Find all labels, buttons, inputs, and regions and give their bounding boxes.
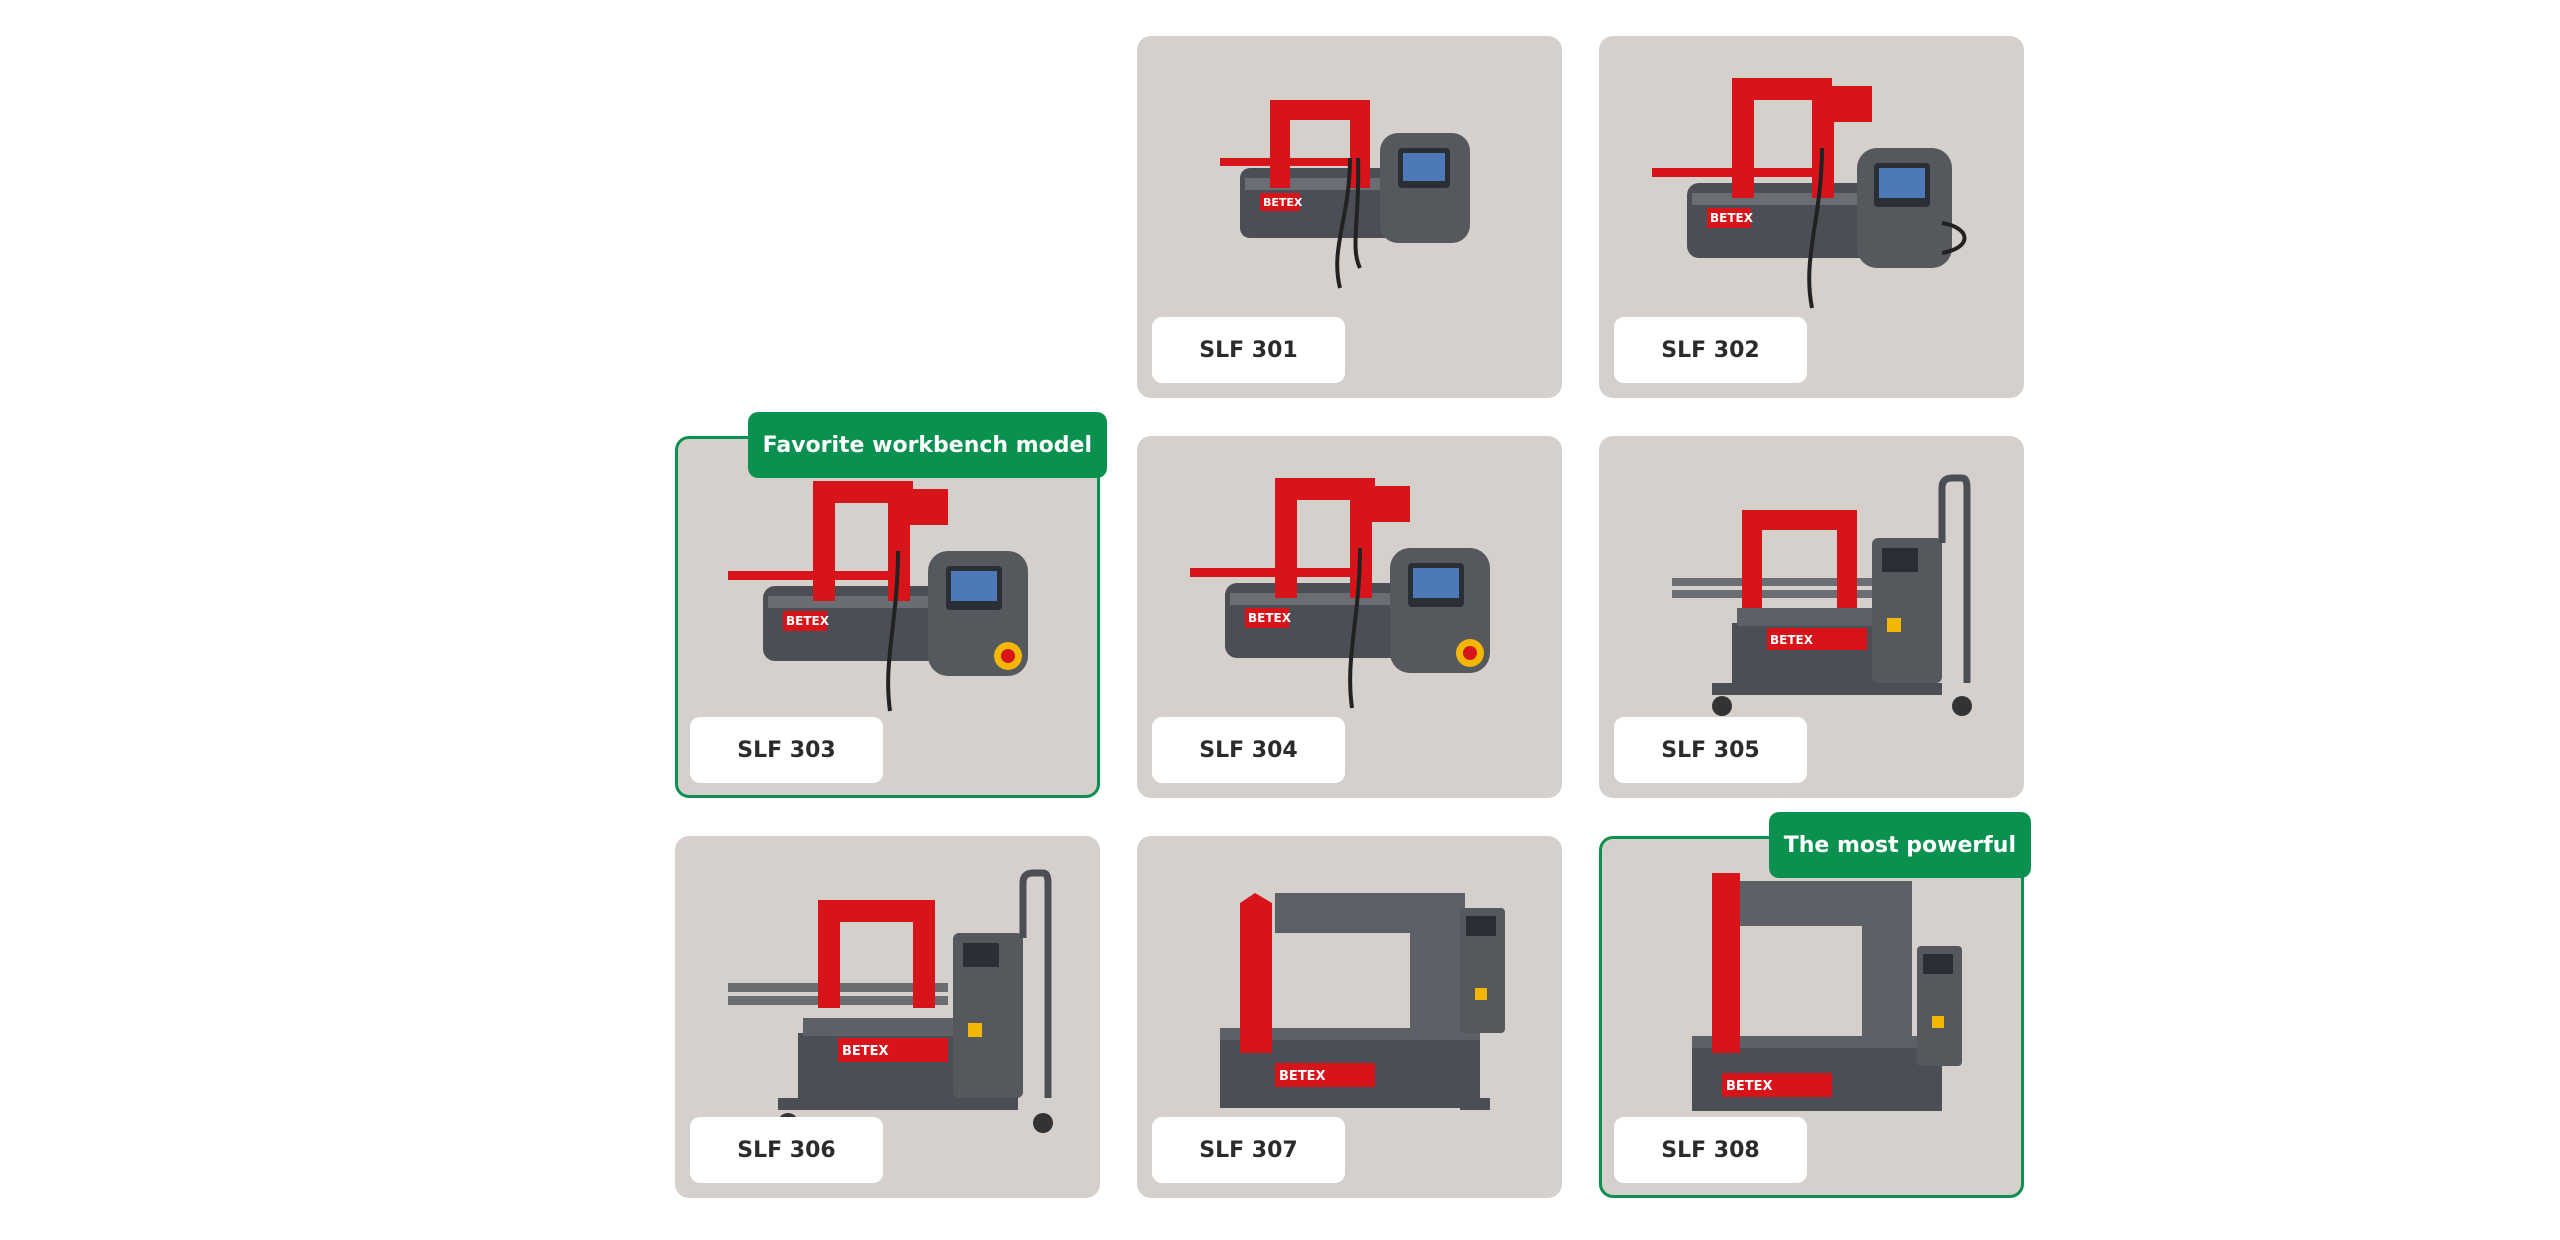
product-card-slf-304[interactable]: BETEX SLF 304 — [1137, 436, 1562, 798]
product-image-slf-305: BETEX SLF 305 — [1599, 436, 2024, 798]
induction-heater-icon: BETEX — [1219, 893, 1505, 1110]
product-image-slf-306: BETEX SLF 306 — [675, 836, 1100, 1198]
svg-text:BETEX: BETEX — [786, 614, 830, 628]
product-label: SLF 307 — [1152, 1117, 1345, 1183]
induction-heater-icon: BETEX — [1219, 100, 1470, 289]
svg-text:BETEX: BETEX — [1726, 1079, 1773, 1094]
product-label: SLF 301 — [1152, 317, 1345, 383]
product-card-slf-305[interactable]: BETEX SLF 305 — [1599, 436, 2024, 798]
product-grid: BETEX SLF 301 BETEX — [675, 36, 2031, 1200]
product-label: SLF 305 — [1614, 717, 1807, 783]
product-card-slf-306[interactable]: BETEX SLF 306 — [675, 836, 1100, 1198]
product-image-slf-301: BETEX SLF 301 — [1137, 36, 1562, 398]
product-label: SLF 303 — [690, 717, 883, 783]
product-image-slf-302: BETEX SLF 302 — [1599, 36, 2024, 398]
product-image-slf-303: BETEX SLF 303 — [678, 439, 1097, 795]
induction-heater-icon: BETEX — [1189, 478, 1490, 709]
product-card-slf-303[interactable]: BETEX SLF 303 Favorite workbench model — [675, 412, 1107, 798]
svg-text:BETEX: BETEX — [842, 1044, 889, 1059]
product-card-slf-301[interactable]: BETEX SLF 301 — [1137, 36, 1562, 398]
product-label: SLF 304 — [1152, 717, 1345, 783]
svg-text:BETEX: BETEX — [1770, 633, 1814, 647]
svg-text:BETEX: BETEX — [1248, 611, 1292, 625]
product-card-slf-308[interactable]: BETEX SLF 308 The most powerful — [1599, 812, 2031, 1198]
product-image-slf-307: BETEX SLF 307 — [1137, 836, 1562, 1198]
product-label: SLF 308 — [1614, 1117, 1807, 1183]
induction-heater-icon: BETEX — [727, 481, 1028, 712]
induction-heater-icon: BETEX — [727, 869, 1053, 1133]
induction-heater-icon: BETEX — [1671, 474, 1972, 716]
product-label: SLF 306 — [690, 1117, 883, 1183]
svg-text:BETEX: BETEX — [1279, 1069, 1326, 1084]
product-label: SLF 302 — [1614, 317, 1807, 383]
svg-text:BETEX: BETEX — [1263, 196, 1303, 209]
svg-text:BETEX: BETEX — [1710, 211, 1754, 225]
induction-heater-icon: BETEX — [1651, 78, 1966, 309]
induction-heater-icon: BETEX — [1691, 873, 1962, 1111]
product-card-slf-307[interactable]: BETEX SLF 307 — [1137, 836, 1562, 1198]
product-image-slf-304: BETEX SLF 304 — [1137, 436, 1562, 798]
most-powerful-badge: The most powerful — [1768, 812, 2031, 878]
product-image-slf-308: BETEX SLF 308 — [1602, 839, 2021, 1195]
product-card-slf-302[interactable]: BETEX SLF 302 — [1599, 36, 2024, 398]
favorite-badge: Favorite workbench model — [747, 412, 1107, 478]
